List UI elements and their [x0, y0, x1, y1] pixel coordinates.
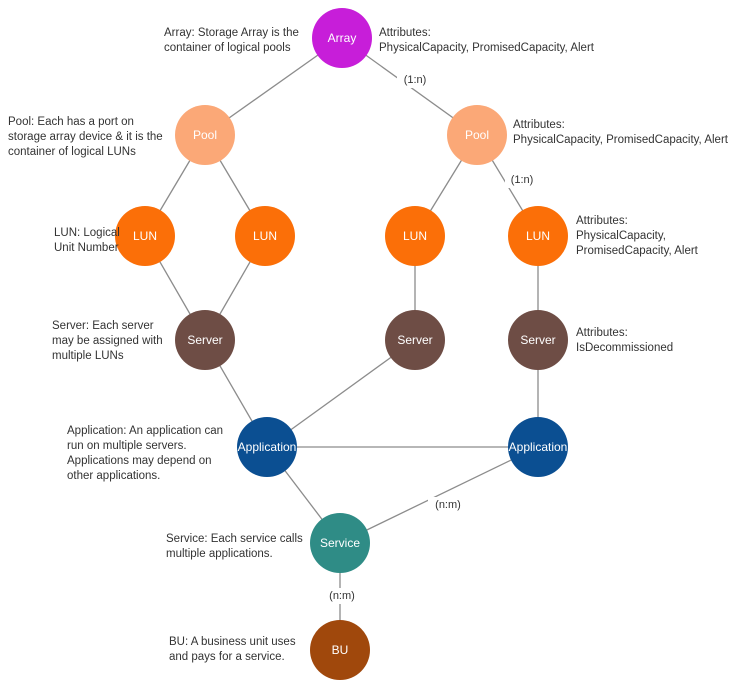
node-server-3-label: Server [520, 333, 555, 347]
node-service-circle [310, 513, 370, 573]
edge-label-pool-lun: (1:n) [511, 174, 534, 186]
edge-server2-app1 [266, 339, 416, 448]
edge-label-array-pool: (1:n) [404, 74, 427, 86]
node-lun-1-label: LUN [133, 229, 157, 243]
node-server-1-label: Server [187, 333, 222, 347]
edge-app2-service [339, 446, 539, 544]
notes: Array: Storage Array is the container of… [8, 27, 729, 663]
node-application-1-label: Application [238, 440, 297, 454]
node-application-1: Application [237, 417, 297, 477]
node-lun-4-circle [508, 206, 568, 266]
node-pool-left: Pool [175, 105, 235, 165]
edge-label-app-service: (n:m) [435, 499, 461, 511]
edge-labels: (1:n) (1:n) (n:m) (n:m) [322, 72, 541, 604]
node-server-2-label: Server [397, 333, 432, 347]
node-server-3-circle [508, 310, 568, 370]
edge-label-service-bu: (n:m) [329, 590, 355, 602]
node-array-circle [312, 8, 372, 68]
node-lun-4-label: LUN [526, 229, 550, 243]
note-lun: LUN: Logical Unit Number [54, 227, 123, 254]
node-server-1: Server [175, 310, 235, 370]
node-server-2-circle [385, 310, 445, 370]
node-application-2-circle [508, 417, 568, 477]
node-bu: BU [310, 620, 370, 680]
note-service: Service: Each service calls multiple app… [166, 533, 306, 560]
node-server-2: Server [385, 310, 445, 370]
note-bu: BU: A business unit uses and pays for a … [169, 636, 299, 663]
node-array: Array [312, 8, 372, 68]
note-pool: Pool: Each has a port on storage array d… [8, 116, 166, 158]
node-pool-right-label: Pool [465, 128, 489, 142]
node-lun-4: LUN [508, 206, 568, 266]
node-service: Service [310, 513, 370, 573]
node-lun-2-label: LUN [253, 229, 277, 243]
nodes: Array Pool Pool LUN LUN LUN LUN Serv [115, 8, 568, 680]
node-bu-label: BU [332, 643, 349, 657]
node-pool-right: Pool [447, 105, 507, 165]
note-server: Server: Each server may be assigned with… [52, 320, 166, 362]
note-pool-attributes: Attributes: PhysicalCapacity, PromisedCa… [513, 119, 729, 146]
note-lun-attributes: Attributes: PhysicalCapacity, PromisedCa… [576, 215, 699, 257]
node-server-1-circle [175, 310, 235, 370]
note-application: Application: An application can run on m… [67, 425, 226, 482]
node-pool-right-circle [447, 105, 507, 165]
node-pool-left-circle [175, 105, 235, 165]
node-lun-3-circle [385, 206, 445, 266]
node-service-label: Service [320, 536, 360, 550]
node-lun-2-circle [235, 206, 295, 266]
note-server-attributes: Attributes: IsDecommissioned [576, 327, 673, 354]
node-lun-3: LUN [385, 206, 445, 266]
node-pool-left-label: Pool [193, 128, 217, 142]
node-application-2-label: Application [509, 440, 568, 454]
node-array-label: Array [328, 31, 357, 45]
node-lun-1-circle [115, 206, 175, 266]
node-lun-3-label: LUN [403, 229, 427, 243]
node-server-3: Server [508, 310, 568, 370]
note-array: Array: Storage Array is the container of… [164, 27, 302, 54]
node-application-2: Application [508, 417, 568, 477]
note-array-attributes: Attributes: PhysicalCapacity, PromisedCa… [379, 27, 595, 54]
node-application-1-circle [237, 417, 297, 477]
node-lun-2: LUN [235, 206, 295, 266]
node-bu-circle [310, 620, 370, 680]
node-lun-1: LUN [115, 206, 175, 266]
